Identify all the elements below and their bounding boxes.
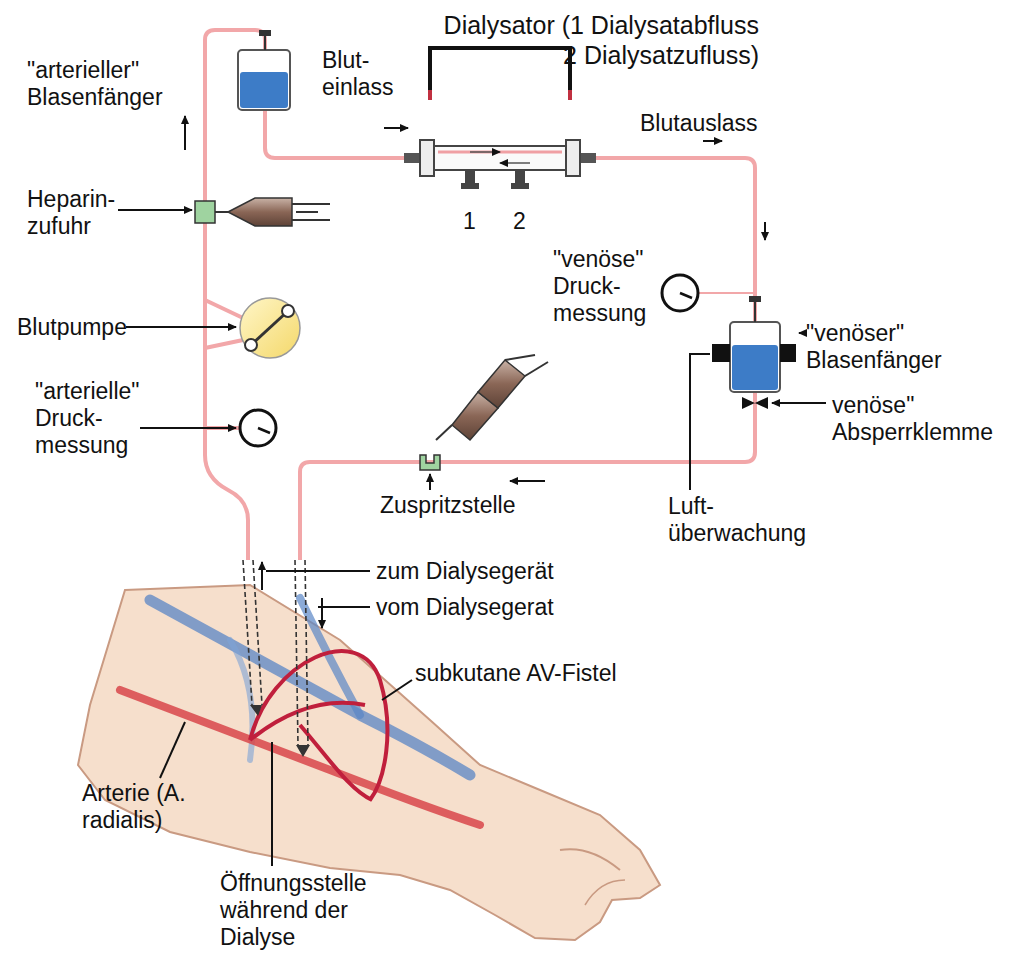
venous-bubble-trap [712, 296, 796, 409]
part-label: subkutane AV-Fistel [415, 660, 617, 687]
part-label: Zuspritzstelle [380, 492, 515, 519]
part-label: Blutpumpe [17, 314, 127, 341]
blood-tubing [205, 30, 755, 560]
anatomy-label: Arterie (A. radialis) [82, 780, 202, 834]
arterial-bubble-trap [238, 30, 290, 110]
cannulas [243, 560, 308, 745]
veins [150, 598, 470, 775]
part-label: "arterielle" Druck- messung [35, 378, 140, 459]
callout-number: 1 [463, 208, 476, 235]
component-title: Dialysator (1 Dialysatabfluss 2 Dialysat… [437, 10, 759, 70]
injection-port [420, 355, 548, 470]
callout-number: 2 [513, 208, 526, 235]
direction-label: zum Dialysegerät [376, 558, 554, 585]
part-label: "venöser" Blasenfänger [806, 320, 942, 374]
dialyzer [404, 48, 596, 189]
direction-label: vom Dialysegerat [376, 594, 554, 621]
av-fistula [250, 651, 387, 800]
heparin-syringe [195, 198, 330, 226]
blood-pump [240, 298, 300, 358]
leader-lines [118, 116, 826, 866]
part-label: "arterieller" Blasenfänger [27, 57, 163, 111]
flow-label: Blutauslass [640, 110, 758, 137]
part-label: venöse" Absperrklemme [832, 392, 993, 446]
part-label: "venöse" Druck- messung [553, 246, 646, 327]
part-label: Heparin- zufuhr [27, 186, 115, 240]
forearm [78, 585, 660, 940]
part-label: Luft- überwachung [668, 493, 806, 547]
flow-label: Blut- einlass [322, 47, 394, 101]
needle-tips [250, 705, 310, 757]
anatomy-label: Öffnungsstelle während der Dialyse [220, 870, 398, 951]
